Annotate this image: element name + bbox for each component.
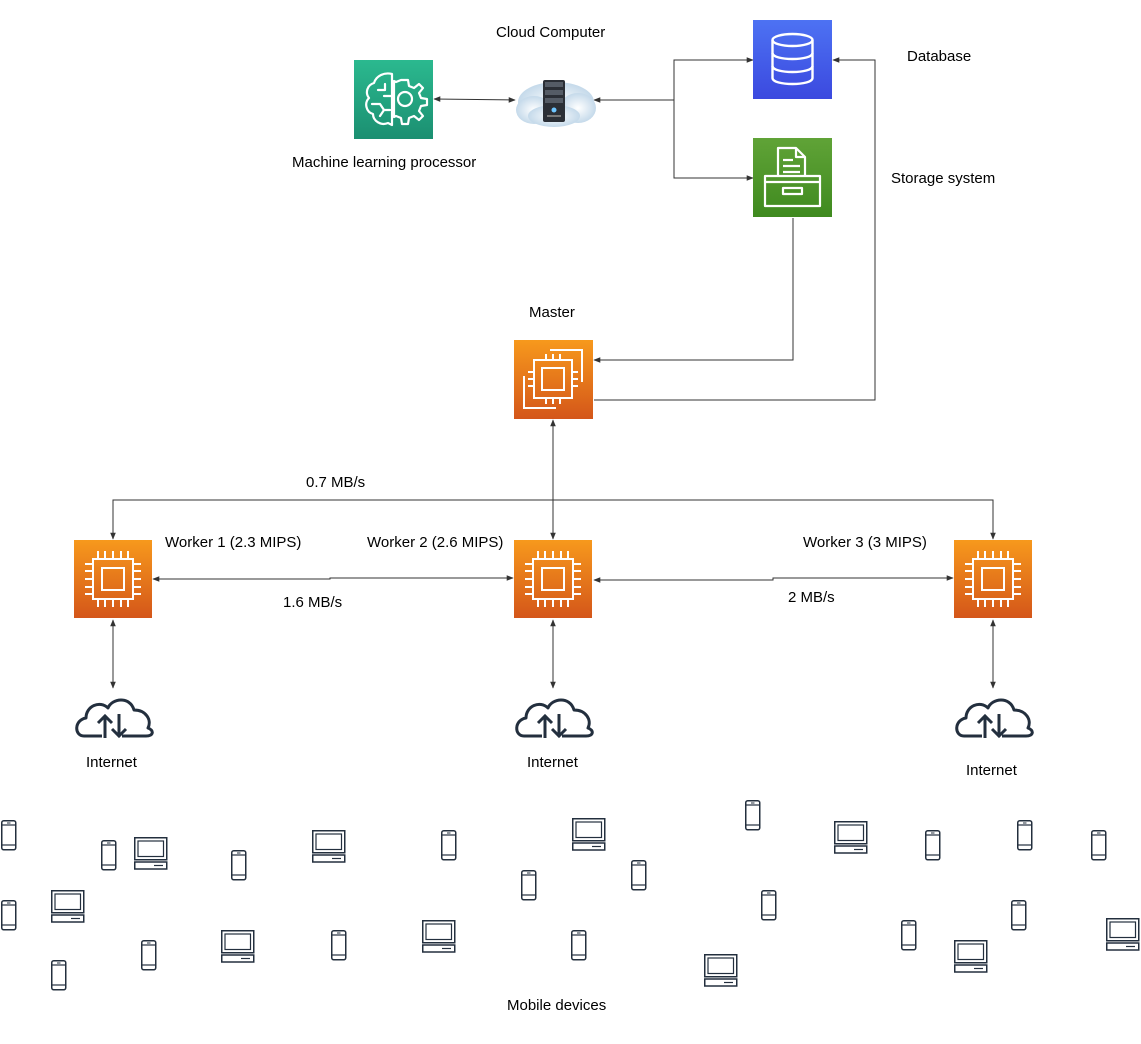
mobile-devices-group <box>1 800 1140 991</box>
smartphone-icon <box>761 890 777 921</box>
laptop-icon <box>1106 918 1140 951</box>
worker2-chip-icon <box>513 539 593 619</box>
smartphone-icon <box>331 930 347 961</box>
internet3-cloud-icon <box>955 698 1034 740</box>
worker2-label: Worker 2 (2.6 MIPS) <box>367 534 504 551</box>
smartphone-icon <box>925 830 941 861</box>
connector-bus-worker3 <box>553 499 996 540</box>
laptop-icon <box>834 821 868 854</box>
smartphone-icon <box>1 820 17 851</box>
bandwidth-worker1-worker2-label: 1.6 MB/s <box>283 594 343 611</box>
smartphone-icon <box>571 930 587 961</box>
smartphone-icon <box>1011 900 1027 931</box>
smartphone-icon <box>441 830 457 861</box>
laptop-icon <box>221 930 255 963</box>
ml-processor-icon <box>354 60 433 139</box>
mobile-devices-label: Mobile devices <box>507 997 607 1014</box>
connector-ml-cloud <box>433 96 516 103</box>
database-label: Database <box>907 48 972 65</box>
worker1-chip-icon <box>73 539 153 619</box>
connector-storage-master <box>593 218 794 363</box>
cloud-computer-label: Cloud Computer <box>496 24 606 41</box>
internet1-label: Internet <box>86 754 137 771</box>
smartphone-icon <box>51 960 67 991</box>
storage-archive-icon <box>753 138 832 217</box>
ec2-instances-icon <box>514 340 593 419</box>
bandwidth-worker2-worker3-label: 2 MB/s <box>788 589 835 606</box>
master-label: Master <box>529 304 575 321</box>
ml-processor-label: Machine learning processor <box>292 154 477 171</box>
database-icon <box>753 20 832 99</box>
bandwidth-master-workers-label: 0.7 MB/s <box>306 474 366 491</box>
connector-master-database <box>594 57 876 401</box>
connector-worker1-worker2 <box>152 575 514 582</box>
smartphone-icon <box>521 870 537 901</box>
connector-worker2-worker3 <box>593 575 954 583</box>
internet3-label: Internet <box>966 762 1017 779</box>
internet2-label: Internet <box>527 754 578 771</box>
internet2-cloud-icon <box>515 698 594 740</box>
internet1-cloud-icon <box>75 698 154 740</box>
storage-system-label: Storage system <box>891 170 996 187</box>
laptop-icon <box>572 818 606 851</box>
laptop-icon <box>51 890 85 923</box>
connectors <box>110 57 996 689</box>
laptop-icon <box>422 920 456 953</box>
cloud-server-icon <box>516 80 596 127</box>
laptop-icon <box>134 837 168 870</box>
smartphone-icon <box>631 860 647 891</box>
laptop-icon <box>704 954 738 987</box>
smartphone-icon <box>231 850 247 881</box>
smartphone-icon <box>745 800 761 831</box>
worker1-label: Worker 1 (2.3 MIPS) <box>165 534 302 551</box>
smartphone-icon <box>141 940 157 971</box>
worker3-label: Worker 3 (3 MIPS) <box>803 534 927 551</box>
laptop-icon <box>954 940 988 973</box>
smartphone-icon <box>1091 830 1107 861</box>
laptop-icon <box>312 830 346 863</box>
smartphone-icon <box>101 840 117 871</box>
connector-to-storage <box>673 100 754 181</box>
smartphone-icon <box>1 900 17 931</box>
smartphone-icon <box>901 920 917 951</box>
smartphone-icon <box>1017 820 1033 851</box>
worker3-chip-icon <box>953 539 1033 619</box>
connector-bus-worker1 <box>110 499 553 540</box>
connector-to-database <box>673 57 754 100</box>
